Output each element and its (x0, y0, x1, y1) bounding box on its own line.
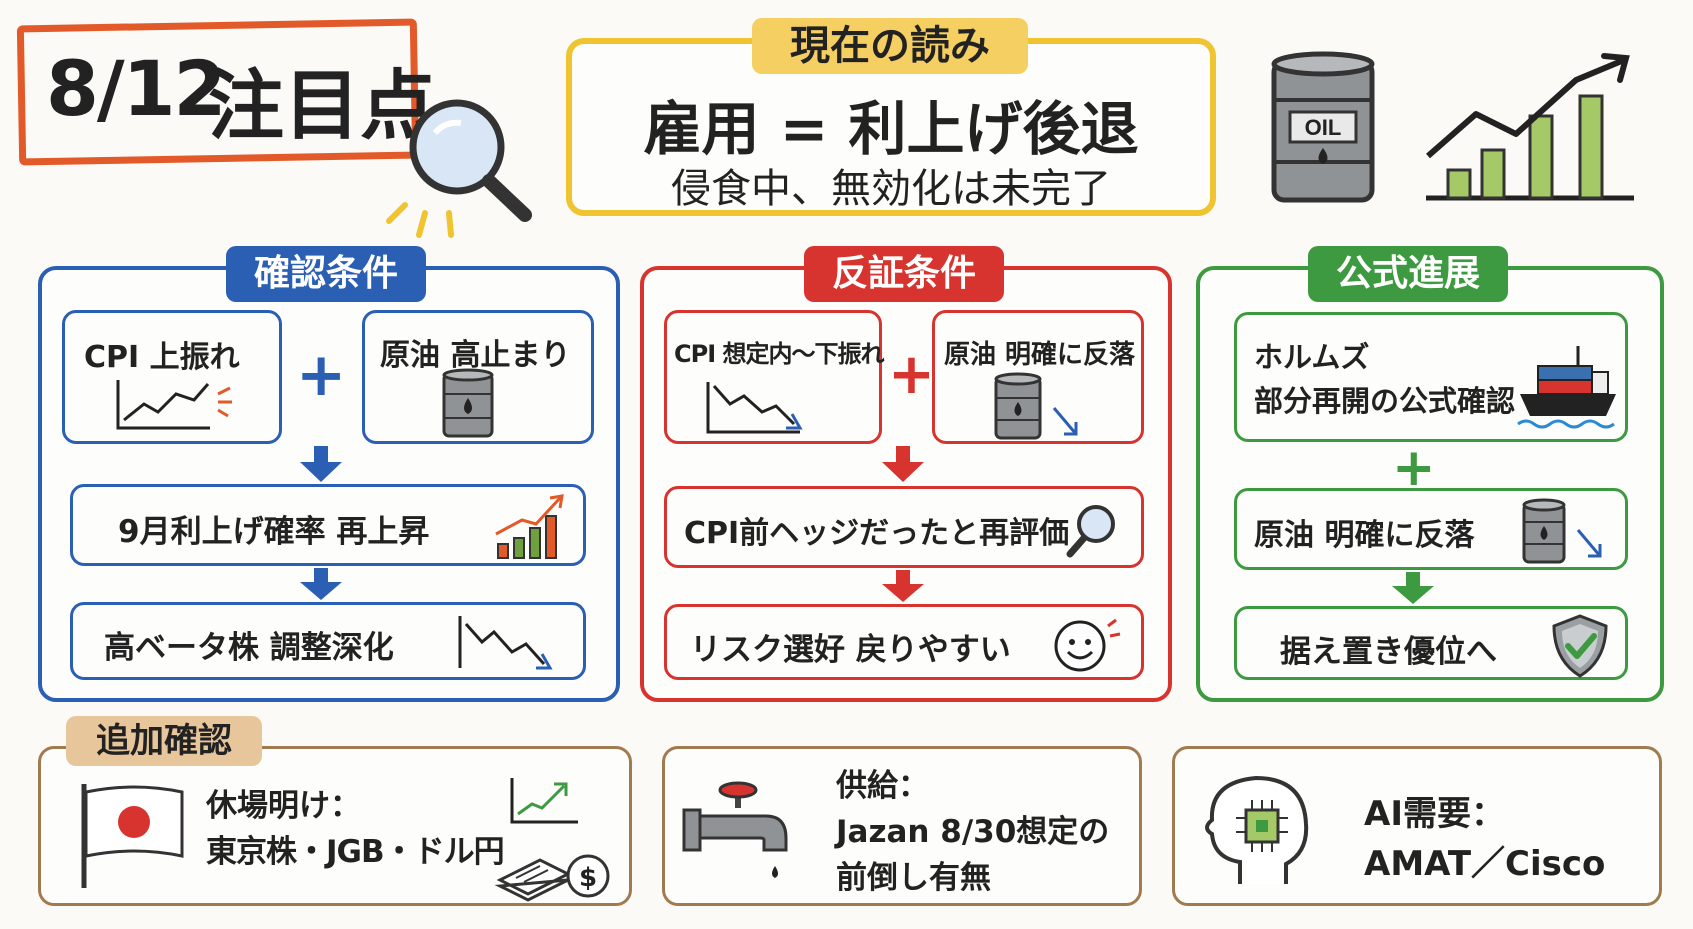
current-reading-tag: 現在の読み (752, 18, 1028, 74)
confirm-oil-label: 原油 高止まり (380, 338, 571, 373)
current-reading-headline: 雇用 = 利上げ後退 (643, 95, 1139, 163)
arrow-down-icon (1392, 572, 1434, 604)
extra-card2-line2: Jazan 8/30想定の (836, 814, 1110, 850)
refute-plus: + (888, 342, 935, 407)
extra-card3-line2: AMAT／Cisco (1364, 844, 1606, 884)
extra-card2-line1: 供給： (836, 768, 929, 804)
rising-chart-icon (1426, 53, 1634, 201)
refute-tag: 反証条件 (804, 246, 1004, 302)
cpi-down-chart-icon (706, 382, 803, 434)
smiley-icon (1054, 618, 1121, 672)
official-oil-label: 原油 明確に反落 (1254, 518, 1475, 553)
shield-check-icon (1552, 614, 1608, 678)
date-label: 8/12 (46, 44, 226, 133)
rising-chart-icon (510, 778, 578, 824)
confirm-plus: + (296, 340, 347, 410)
extra-card2-line3: 前倒し有無 (836, 860, 991, 896)
barrel-falling-icon (1522, 498, 1602, 564)
page-title: 注目点 (208, 61, 436, 150)
japan-flag-icon (81, 784, 184, 888)
extra-card1-line1: 休場明け： (206, 788, 361, 824)
decline-chart-icon (458, 616, 553, 670)
confirm-step2-label: 高ベータ株 調整深化 (104, 630, 394, 666)
arrow-down-icon (882, 570, 924, 602)
official-result-box (1234, 606, 1628, 680)
refute-oil-label: 原油 明確に反落 (944, 340, 1136, 370)
refute-step1-box (664, 486, 1144, 568)
barrel-icon (442, 368, 494, 438)
current-reading-subline: 侵食中、無効化は未完了 (671, 166, 1111, 212)
official-tag: 公式進展 (1308, 246, 1508, 302)
refute-step1-label: CPI前ヘッジだったと再評価 (684, 516, 1070, 551)
magnifier-icon (1066, 505, 1115, 558)
extra-card3-line1: AI需要： (1364, 794, 1505, 834)
oil-barrel-icon: OIL (1271, 51, 1375, 203)
extra-tag: 追加確認 (66, 716, 262, 766)
current-reading-box (566, 38, 1216, 216)
arrow-down-icon (300, 568, 342, 600)
cargo-ship-icon (1517, 346, 1616, 429)
faucet-icon (682, 781, 788, 878)
barrel-falling-icon (994, 372, 1078, 440)
refute-step2-label: リスク選好 戻りやすい (690, 632, 1011, 668)
official-result-label: 据え置き優位へ (1280, 634, 1497, 670)
cpi-up-chart-icon (116, 380, 232, 430)
money-stack-icon: $ (494, 854, 610, 902)
confirm-cpi-label: CPI 上振れ (84, 340, 240, 375)
official-hormuz-line2: 部分再開の公式確認 (1254, 384, 1516, 418)
magnifier-icon (386, 99, 532, 238)
svg-text:$: $ (579, 863, 597, 893)
extra-card1-line2: 東京株・JGB・ドル円 (206, 834, 505, 870)
oil-label: OIL (1305, 115, 1342, 140)
arrow-down-icon (882, 446, 924, 482)
refute-cpi-box (664, 310, 882, 444)
confirm-step1-label: 9月利上げ確率 再上昇 (118, 514, 430, 550)
ai-head-chip-icon (1205, 775, 1309, 884)
confirm-tag: 確認条件 (226, 246, 426, 302)
confirm-cpi-box (62, 310, 282, 444)
official-hormuz-line1: ホルムズ (1254, 340, 1370, 374)
arrow-down-icon (300, 446, 342, 482)
confirm-step2-box (70, 602, 586, 680)
bar-growth-icon (495, 494, 564, 559)
refute-cpi-label: CPI 想定内～下振れ (674, 340, 884, 368)
